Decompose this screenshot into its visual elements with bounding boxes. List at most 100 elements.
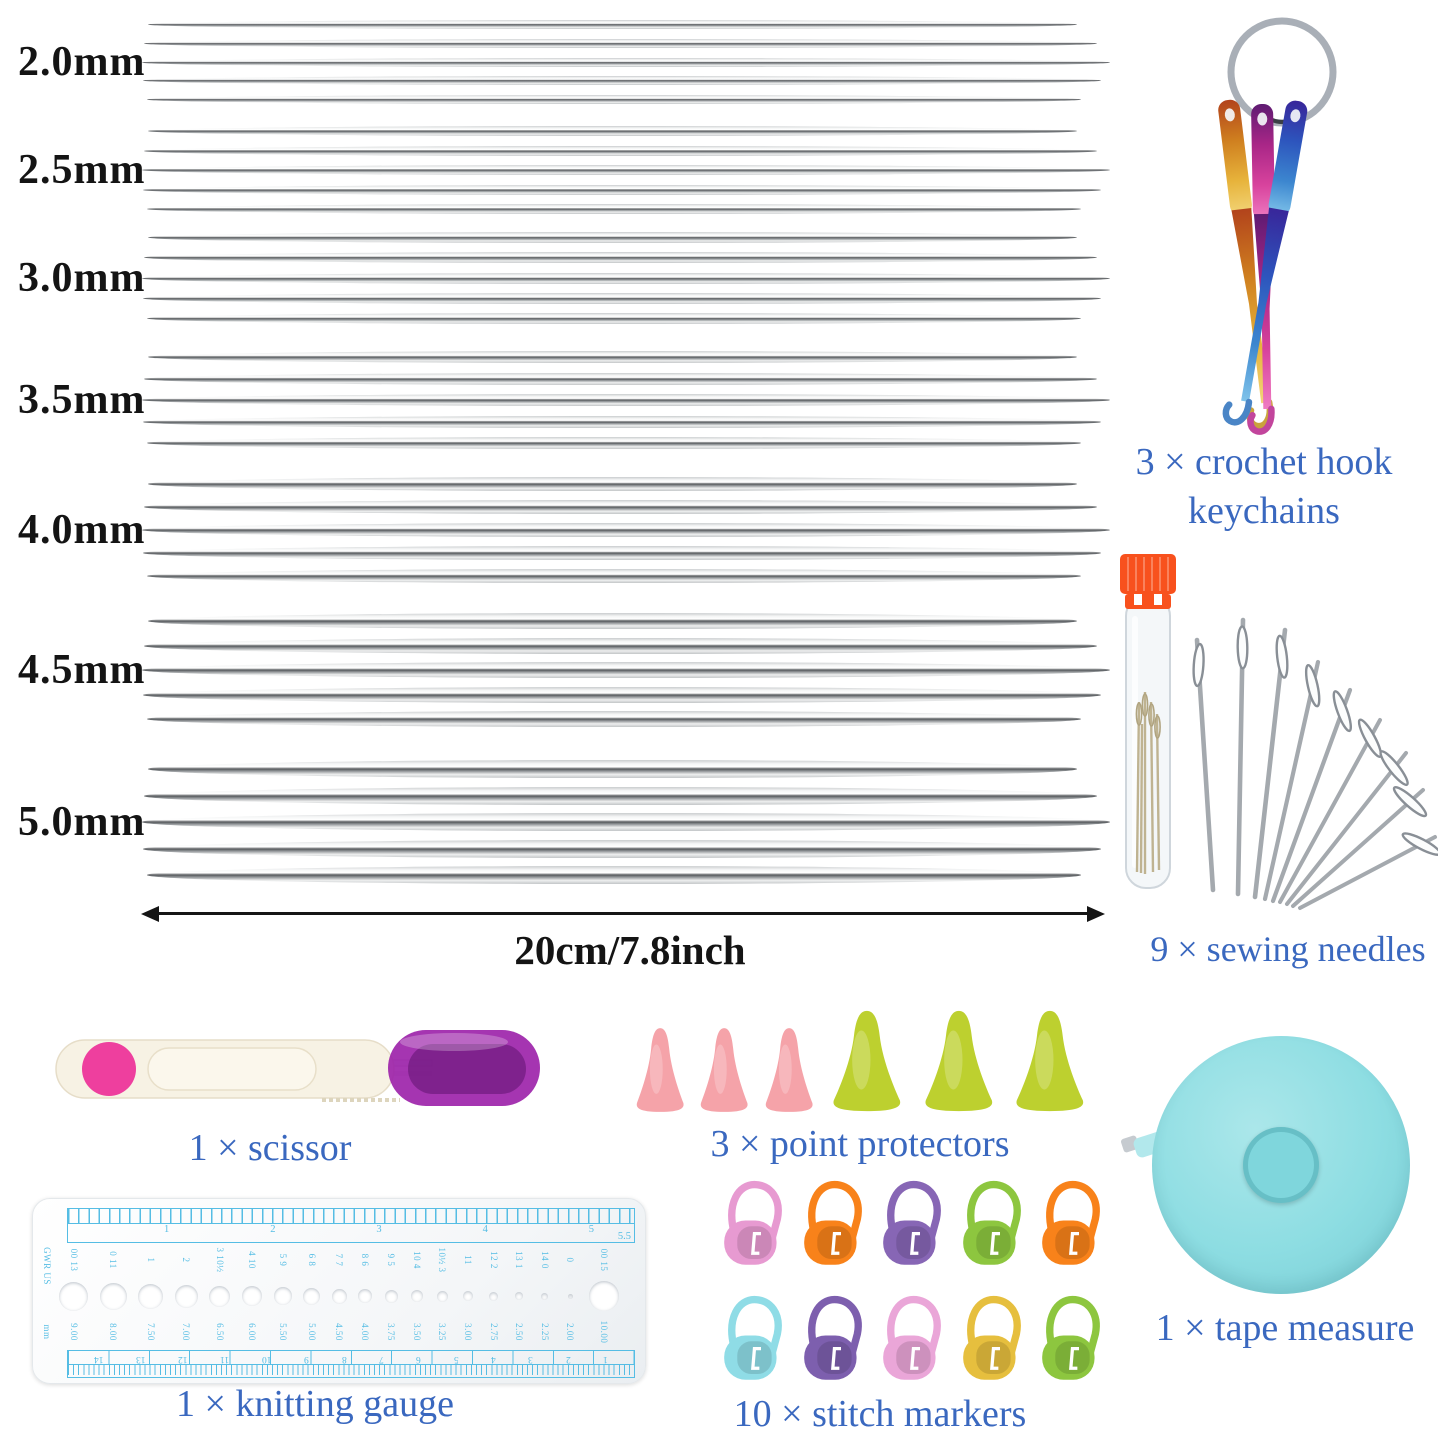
- tape-measure: [1120, 1036, 1410, 1294]
- stitch-marker: [1042, 1180, 1101, 1265]
- keyring: [1227, 17, 1337, 127]
- stitch-marker-body: [1042, 1220, 1095, 1265]
- needle-rows: 2.0mm 2.5mm: [18, 0, 1110, 905]
- gauge-size-column: 9 5 3.75: [384, 1245, 398, 1347]
- gauge-size-column: 5 9 5.50: [273, 1245, 292, 1347]
- knitting-needle: [147, 569, 1082, 583]
- stitch-marker-body: [724, 1335, 777, 1380]
- gauge-size-column: 4 10 6.00: [242, 1245, 263, 1347]
- knitting-needle: [148, 477, 1078, 491]
- knitting-needle: [144, 372, 1098, 385]
- point-protector-cone: [833, 1010, 901, 1112]
- stitch-markers-label: 10 × stitch markers: [733, 1393, 1027, 1435]
- gauge-hole: [489, 1291, 499, 1301]
- gauge-cm-number: 4: [491, 1354, 496, 1364]
- stitch-marker-arm: [807, 1295, 862, 1359]
- gauge-size-column: 8 6 4.00: [358, 1245, 373, 1347]
- gauge-size-column: 0 11 8.00: [99, 1245, 127, 1347]
- gauge-hole: [273, 1287, 292, 1305]
- gauge-inch-ticks: [68, 1209, 634, 1224]
- needle-eyes: [1192, 625, 1438, 856]
- needle-size-label: 2.5mm: [18, 147, 146, 193]
- point-protector-cone: [925, 1010, 992, 1112]
- gauge-hole: [303, 1287, 321, 1305]
- stitch-marker-arm: [1046, 1295, 1101, 1359]
- gauge-us-size: 3 10½: [214, 1247, 225, 1273]
- gauge-size-column: 10 4 3.50: [410, 1245, 424, 1347]
- needle-row: 2.0mm: [18, 20, 1110, 104]
- stitch-marker: [883, 1180, 942, 1265]
- point-protector-cone: [636, 1028, 684, 1112]
- knitting-needle: [147, 313, 1082, 324]
- knitting-needle: [144, 145, 1098, 156]
- gauge-cm-number: 8: [341, 1354, 347, 1364]
- gauge-cm-number: 5: [453, 1354, 459, 1364]
- needle-size-label: 3.0mm: [18, 255, 146, 301]
- needle-row: 4.5mm: [18, 613, 1110, 727]
- gauge-us-size: 5 9: [277, 1253, 288, 1267]
- gauge-mm-size: 6.50: [214, 1323, 225, 1341]
- stitch-marker: [724, 1295, 782, 1380]
- gauge-inch-number: 2: [270, 1224, 276, 1235]
- gauge-inch-last: 5.5: [617, 1231, 631, 1242]
- needle-size-label: 4.5mm: [18, 647, 146, 693]
- dimension-arrow: [141, 905, 1105, 922]
- scissor-button: [82, 1042, 136, 1096]
- needle-group: [142, 351, 1110, 449]
- gauge-us-size: 0 11: [108, 1251, 119, 1269]
- knitting-needle: [142, 394, 1110, 406]
- gauge-size-column: 14 0 2.25: [538, 1245, 552, 1347]
- gauge-hole: [541, 1292, 549, 1300]
- knitting-needle: [142, 662, 1110, 678]
- gauge-hole: [588, 1281, 619, 1311]
- tape-button: [1243, 1127, 1319, 1203]
- gauge-hole: [384, 1289, 398, 1303]
- gauge-cm-number: 13: [136, 1354, 146, 1364]
- stitch-marker-arm: [1046, 1180, 1101, 1244]
- point-protector-cone: [701, 1028, 748, 1112]
- point-protector-cone: [765, 1028, 813, 1112]
- needle-tube: [1120, 554, 1176, 889]
- knitting-needle: [144, 637, 1098, 654]
- gauge-cm-ticks: [68, 1365, 634, 1375]
- stitch-marker-arm: [887, 1180, 942, 1244]
- stitch-marker: [1042, 1295, 1101, 1380]
- keychain-label-line1: 3 × crochet hook: [1135, 441, 1393, 483]
- knitting-needle: [143, 839, 1102, 858]
- gauge-cm-number: 9: [304, 1354, 309, 1364]
- gauge-mm-size: 5.00: [306, 1323, 317, 1341]
- gauge-hole: [436, 1290, 448, 1302]
- gauge-hole: [515, 1292, 524, 1300]
- gauge-size-column: 12 2 2.75: [487, 1245, 501, 1347]
- sewing-needles-label: 9 × sewing needles: [1150, 929, 1426, 969]
- scissors: [55, 1030, 540, 1106]
- gauge-cm-number: 1: [603, 1354, 608, 1364]
- stitch-marker: [962, 1295, 1021, 1380]
- needle-row: 3.0mm: [18, 232, 1110, 324]
- knitting-needle: [142, 165, 1110, 175]
- gauge-size-column: 11 3.00: [461, 1245, 475, 1347]
- tape-measure-label: 1 × tape measure: [1155, 1307, 1415, 1349]
- gauge-cm-number: 6: [416, 1354, 422, 1364]
- gauge-size-column: 00 13 9.00: [59, 1245, 88, 1347]
- gauge-size-column: 2 7.00: [174, 1245, 198, 1347]
- gauge-us-size: 1: [145, 1257, 156, 1263]
- gauge-cm-number: 2: [565, 1354, 571, 1364]
- knitting-needle: [148, 20, 1078, 29]
- gauge-inch-number: 1: [164, 1224, 170, 1235]
- needle-group: [142, 232, 1110, 324]
- stitch-marker: [724, 1180, 782, 1265]
- stitch-marker-body: [962, 1220, 1016, 1265]
- knitting-needle: [143, 184, 1102, 195]
- knitting-needle: [143, 686, 1102, 703]
- gauge-cm-number: 14: [94, 1354, 104, 1364]
- tape-body: [1152, 1036, 1410, 1294]
- gauge-hole: [174, 1284, 198, 1308]
- crochet-hook-blue: [1222, 100, 1308, 426]
- needle-group: [142, 477, 1110, 583]
- knitting-needle: [142, 523, 1110, 537]
- gauge-hole: [358, 1289, 373, 1303]
- gauge-size-column: 0 2.00: [563, 1245, 577, 1347]
- needle-group: [142, 126, 1110, 214]
